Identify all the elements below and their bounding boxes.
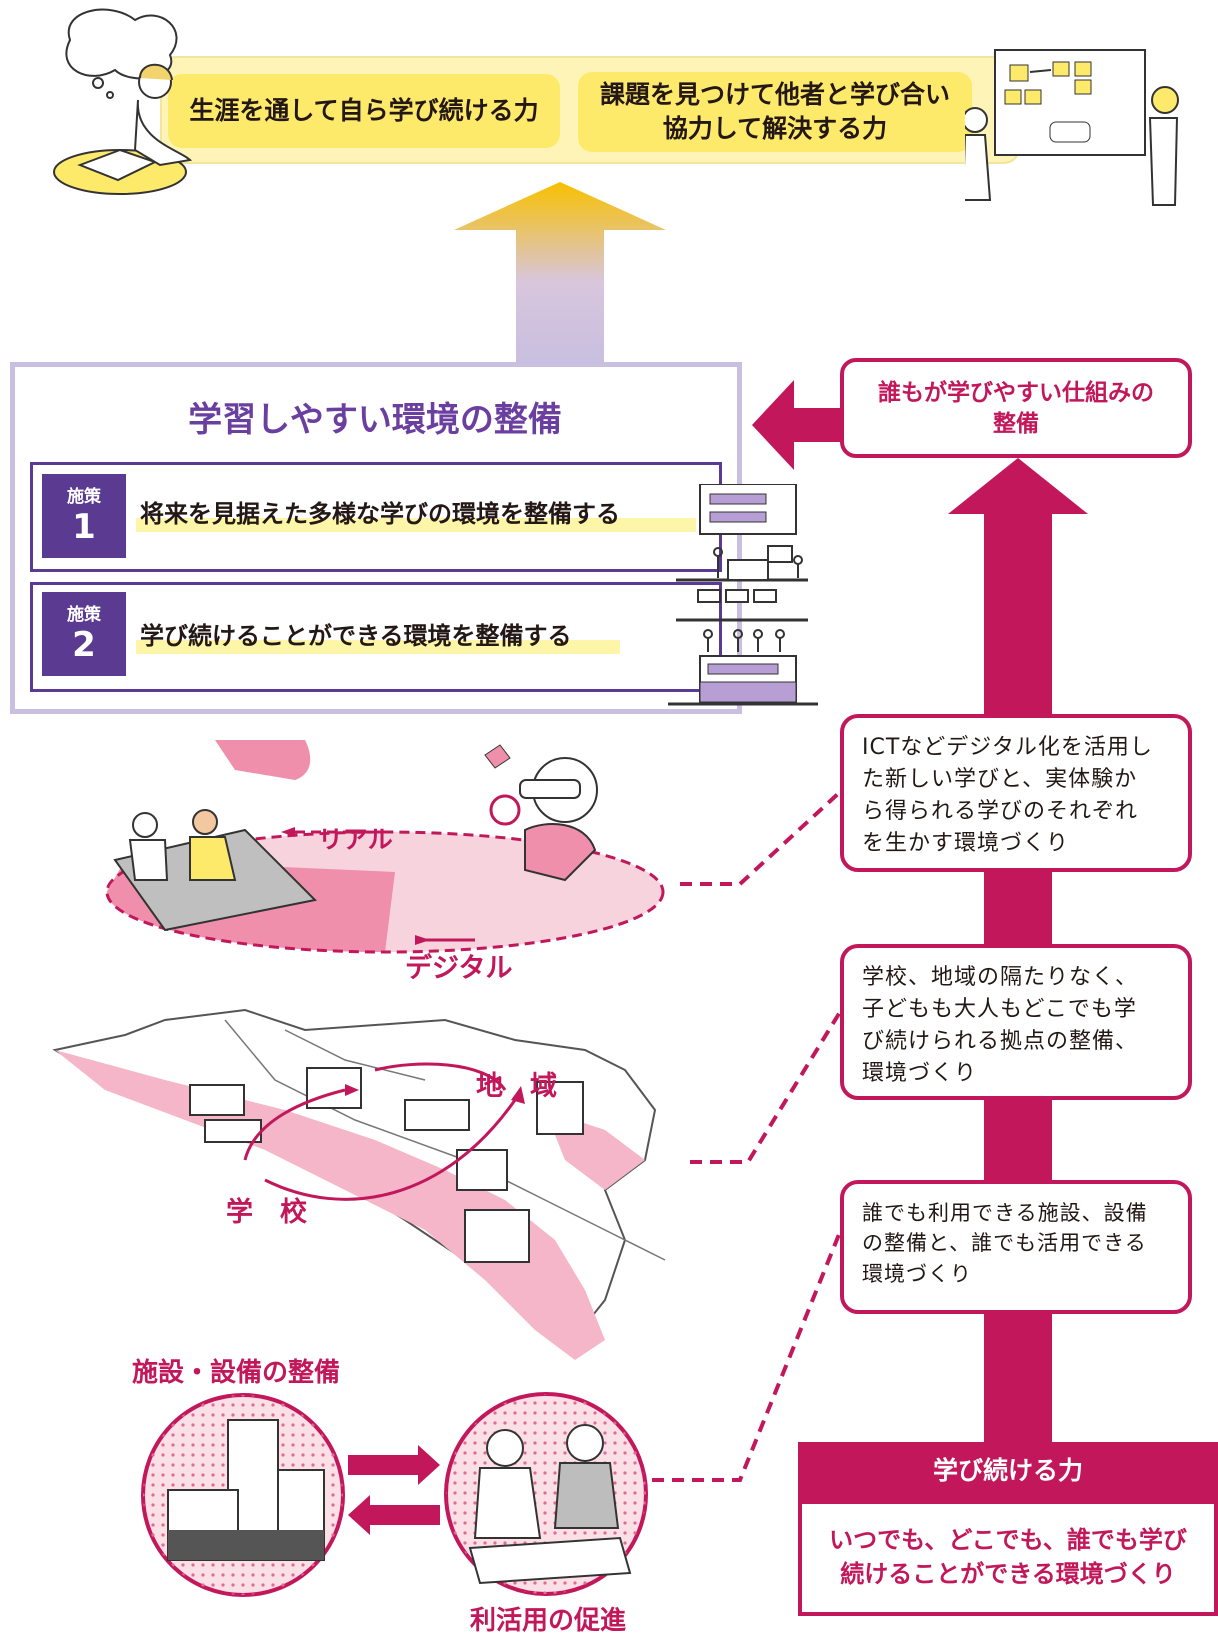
goal2-line2: 協力して解決する力 xyxy=(662,114,888,143)
reading-person-illustration xyxy=(53,8,193,195)
mechanism-line1: 誰もが学びやすい仕組みの xyxy=(878,380,1154,406)
building-icon xyxy=(668,484,818,706)
info-ict-line1: ICTなどデジタル化を活用し xyxy=(862,735,1153,760)
goal-lifelong-learning: 生涯を通して自ら学び続ける力 xyxy=(168,74,560,148)
info-hub-line1: 学校、地域の隔たりなく、 xyxy=(862,965,1139,990)
label-region: 地 域 xyxy=(476,1071,557,1102)
left-arrow-to-environment xyxy=(752,380,844,470)
info-box-ict: ICTなどデジタル化を活用し た新しい学びと、実体験か ら得られる学びのそれぞれ… xyxy=(840,714,1192,872)
info-facility-line2: の整備と、誰でも活用できる xyxy=(862,1231,1147,1256)
mechanism-box: 誰もが学びやすい仕組みの 整備 xyxy=(840,358,1192,458)
info-hub-line3: び続けられる拠点の整備、 xyxy=(862,1028,1139,1054)
label-digital: デジタル xyxy=(405,953,513,984)
info-facility-line3: 環境づくり xyxy=(862,1261,972,1286)
policy-2-badge: 施策 2 xyxy=(42,592,126,676)
info-ict-line4: を生かす環境づくり xyxy=(862,830,1070,856)
utilization-people-circle xyxy=(444,1392,648,1596)
team-whiteboard-illustration xyxy=(965,49,1179,206)
info-ict-line2: た新しい学びと、実体験か xyxy=(862,766,1138,792)
goal1-text: 生涯を通して自ら学び続ける力 xyxy=(189,96,539,126)
label-facility: 施設・設備の整備 xyxy=(132,1358,341,1388)
label-real: リアル xyxy=(318,825,393,854)
environment-title: 学習しやすい環境の整備 xyxy=(188,400,562,440)
bidirectional-arrows xyxy=(348,1445,440,1535)
base-line1: いつでも、どこでも、誰でも学び xyxy=(829,1526,1187,1554)
connector-ict xyxy=(680,790,842,886)
info-ict-line3: ら得られる学びのそれぞれ xyxy=(862,798,1139,824)
policy-2-number: 2 xyxy=(72,625,96,665)
info-hub-line4: 環境づくり xyxy=(862,1060,978,1086)
regional-map-illustration xyxy=(52,1008,666,1360)
policy-1-highlight xyxy=(136,518,696,532)
base-header: 学び続ける力 xyxy=(798,1442,1218,1500)
policy-2-text: 学び続けることができる環境を整備する xyxy=(140,622,572,650)
facility-building-circle xyxy=(141,1393,345,1597)
label-utilization: 利活用の促進 xyxy=(470,1606,627,1636)
policy-2 xyxy=(30,582,722,692)
policy-2-badge-label: 施策 xyxy=(67,605,101,625)
info-box-facility: 誰でも利用できる施設、設備 の整備と、誰でも活用できる 環境づくり xyxy=(840,1180,1192,1314)
connector-hub xyxy=(690,1010,842,1164)
policy-1 xyxy=(30,462,722,572)
goal-collaborative-solving: 課題を見つけて他者と学び合い 協力して解決する力 xyxy=(578,72,972,152)
info-facility-line1: 誰でも利用できる施設、設備 xyxy=(862,1201,1148,1225)
base-line2: 続けることができる環境づくり xyxy=(840,1559,1176,1588)
info-hub-line2: 子どもも大人もどこでも学 xyxy=(862,996,1137,1022)
mechanism-line2: 整備 xyxy=(993,411,1039,438)
goal2-line1: 課題を見つけて他者と学び合い xyxy=(599,80,950,110)
policy-2-highlight xyxy=(136,640,620,654)
info-box-hub: 学校、地域の隔たりなく、 子どもも大人もどこでも学 び続けられる拠点の整備、 環… xyxy=(840,944,1192,1100)
policy-1-badge-label: 施策 xyxy=(67,487,101,507)
policy-1-badge: 施策 1 xyxy=(42,474,126,558)
label-school: 学 校 xyxy=(226,1197,307,1228)
up-arrow-to-goals xyxy=(454,182,666,362)
policy-1-text: 将来を見据えた多様な学びの環境を整備する xyxy=(140,500,620,528)
real-digital-illustration xyxy=(105,740,665,954)
base-body: いつでも、どこでも、誰でも学び 続けることができる環境づくり xyxy=(798,1500,1218,1616)
policy-1-number: 1 xyxy=(72,507,96,547)
